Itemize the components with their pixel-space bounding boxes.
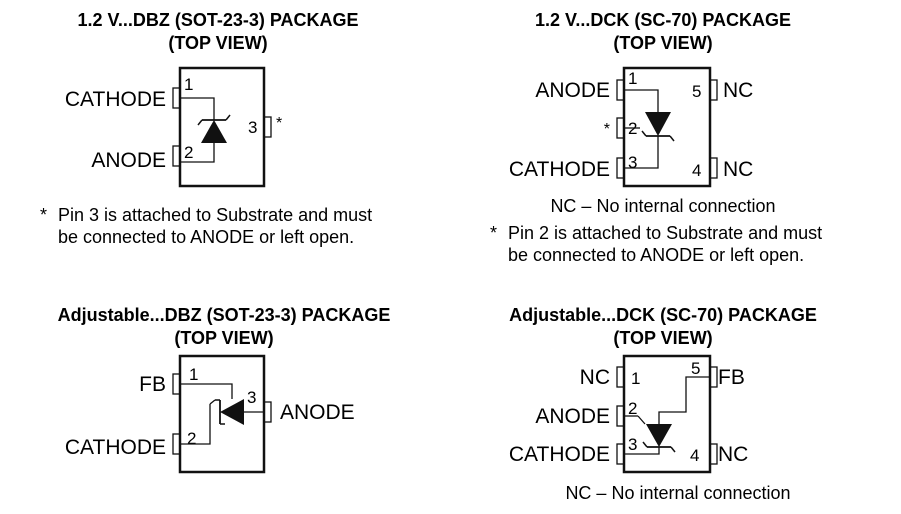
panel-adj-dbz-view: (TOP VIEW) (174, 328, 273, 348)
pin-3-number: 3 (247, 388, 256, 407)
note-line-1: Pin 3 is attached to Substrate and must (58, 205, 372, 225)
pin-3-number: 3 (248, 118, 257, 137)
pin-3-name: CATHODE (509, 158, 610, 181)
pin-lead-2 (172, 145, 181, 167)
pin-5-number: 5 (691, 359, 700, 378)
pin-lead-4 (709, 157, 718, 179)
panel-1p2v-dck: 1.2 V...DCK (SC-70) PACKAGE (TOP VIEW) A… (490, 10, 822, 265)
pin-1-name: FB (139, 373, 166, 396)
pin-4-number: 4 (692, 161, 701, 180)
pin-5-name: NC (723, 79, 753, 102)
pin-2-asterisk: * (604, 121, 610, 138)
panel-1p2v-dbz-view: (TOP VIEW) (168, 33, 267, 53)
panel-adj-dbz: Adjustable...DBZ (SOT-23-3) PACKAGE (TOP… (58, 305, 391, 474)
pin-3-number: 3 (628, 153, 637, 172)
pin-2-name: ANODE (91, 149, 166, 172)
note-line-2: be connected to ANODE or left open. (508, 245, 804, 265)
pin-5-name: FB (718, 366, 745, 389)
panel-1p2v-dbz: 1.2 V...DBZ (SOT-23-3) PACKAGE (TOP VIEW… (40, 10, 372, 247)
pin-1-number: 1 (628, 69, 637, 88)
panel-adj-dck-view: (TOP VIEW) (613, 328, 712, 348)
zener-diode-symbol (624, 89, 675, 169)
pin-lead-3 (263, 116, 272, 138)
pin-2-number: 2 (628, 399, 637, 418)
panel-adj-dbz-title: Adjustable...DBZ (SOT-23-3) PACKAGE (58, 305, 391, 325)
zener-diode-symbol (180, 97, 231, 163)
pin-2-name: CATHODE (65, 436, 166, 459)
panel-1p2v-dbz-title: 1.2 V...DBZ (SOT-23-3) PACKAGE (77, 10, 358, 30)
pin-1-name: NC (580, 366, 610, 389)
panel-adj-dck: Adjustable...DCK (SC-70) PACKAGE (TOP VI… (509, 305, 817, 503)
pin-1-name: ANODE (535, 79, 610, 102)
note-asterisk: * (40, 205, 47, 225)
zener-diode-symbol (624, 376, 710, 455)
pin-3-name: CATHODE (509, 443, 610, 466)
pin-2-name: ANODE (535, 405, 610, 428)
pin-2-number: 2 (187, 429, 196, 448)
panel-1p2v-dck-view: (TOP VIEW) (613, 33, 712, 53)
nc-note: NC – No internal connection (565, 483, 790, 503)
pin-4-name: NC (718, 443, 748, 466)
pin-3-asterisk: * (276, 115, 282, 132)
zener-diode-symbol (180, 383, 264, 445)
pin-4-number: 4 (690, 446, 699, 465)
pin-3-number: 3 (628, 435, 637, 454)
nc-note: NC – No internal connection (550, 196, 775, 216)
pin-5-number: 5 (692, 82, 701, 101)
note-asterisk: * (490, 223, 497, 243)
pin-2-number: 2 (184, 143, 193, 162)
note-line-2: be connected to ANODE or left open. (58, 227, 354, 247)
pin-1-name: CATHODE (65, 88, 166, 111)
pin-4-name: NC (723, 158, 753, 181)
pin-1-number: 1 (631, 369, 640, 388)
pin-lead-4 (709, 443, 718, 465)
note-line-1: Pin 2 is attached to Substrate and must (508, 223, 822, 243)
panel-1p2v-dck-title: 1.2 V...DCK (SC-70) PACKAGE (535, 10, 791, 30)
pin-lead-1 (616, 366, 625, 388)
pin-1-number: 1 (184, 75, 193, 94)
pin-3-name: ANODE (280, 401, 355, 424)
pin-lead-5 (709, 79, 718, 101)
pin-1-number: 1 (189, 365, 198, 384)
panel-adj-dck-title: Adjustable...DCK (SC-70) PACKAGE (509, 305, 817, 325)
